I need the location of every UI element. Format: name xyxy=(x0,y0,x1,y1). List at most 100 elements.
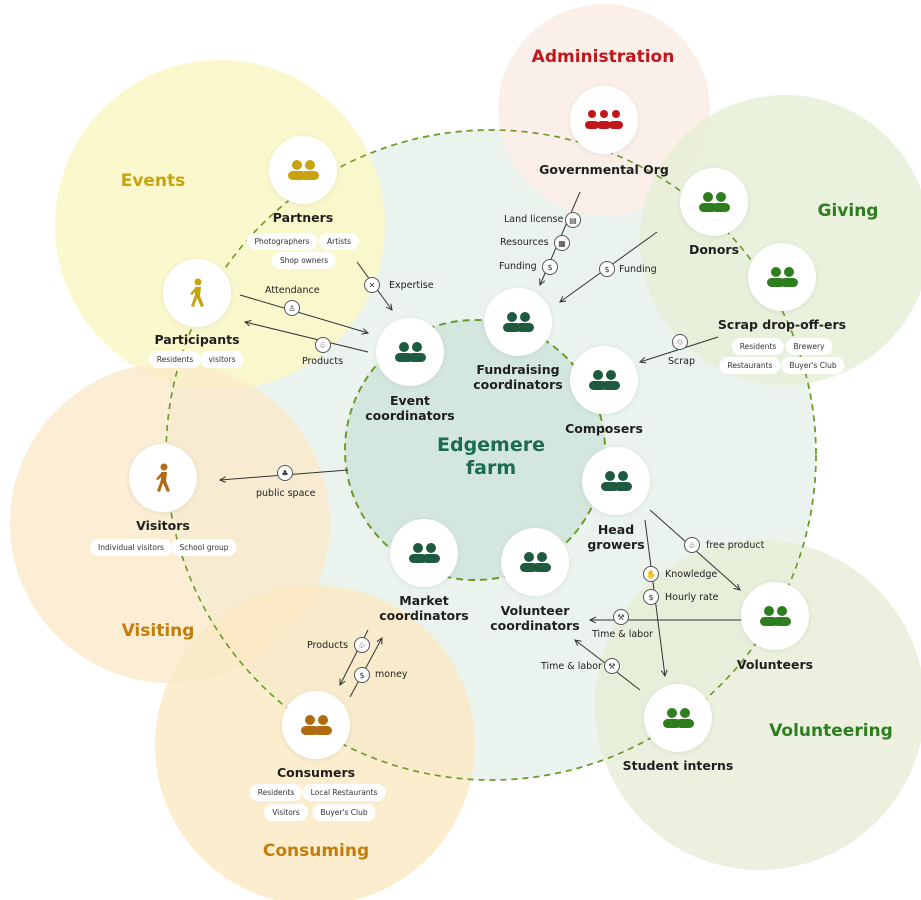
money-bag-icon: $ xyxy=(542,259,558,275)
walking-person-icon xyxy=(190,278,204,307)
market-coordinators-node[interactable] xyxy=(390,519,458,587)
giving-circle xyxy=(640,95,921,385)
group-of-three-icon xyxy=(585,110,623,129)
scrap-dropoffers-label: Scrap drop-off-ers xyxy=(717,317,847,332)
volunteers-label: Volunteers xyxy=(736,657,814,672)
flow-label-funding-gov: Funding xyxy=(499,261,537,272)
volunteers-node[interactable] xyxy=(741,582,809,650)
money-bag-icon: $ xyxy=(599,261,615,277)
participants-label: Participants xyxy=(154,332,240,347)
volunteering-circle xyxy=(595,540,921,870)
people-icon xyxy=(760,606,791,626)
flow-label-time-labor-int: Time & labor xyxy=(541,661,602,672)
people-icon xyxy=(520,552,551,572)
volunteer-coordinators-node[interactable] xyxy=(501,528,569,596)
event-coordinators-node[interactable] xyxy=(376,318,444,386)
product-icon: ♧ xyxy=(684,537,700,553)
flow-label-public-space: public space xyxy=(256,488,316,499)
flow-line-products-events xyxy=(245,322,369,353)
document-icon: ▤ xyxy=(565,212,581,228)
region-title-consuming: Consuming xyxy=(262,841,370,861)
region-title-administration: Administration xyxy=(531,47,675,67)
people-icon xyxy=(589,370,620,390)
participants-node[interactable] xyxy=(163,259,231,327)
center-title-line2: farm xyxy=(465,457,517,479)
scrap-chip: Restaurants xyxy=(719,357,781,374)
flow-label-attendance: Attendance xyxy=(265,285,320,296)
donors-label: Donors xyxy=(688,242,740,257)
person-icon: ♙ xyxy=(284,300,300,316)
head-growers-node[interactable] xyxy=(582,447,650,515)
flow-label-knowledge: Knowledge xyxy=(665,569,718,580)
volunteer-coordinators-label-2: coordinators xyxy=(490,618,580,633)
composers-label: Composers xyxy=(565,421,643,436)
tools-icon: ✕ xyxy=(364,277,380,293)
visitors-chip: School group xyxy=(171,539,237,556)
participants-chip: visitors xyxy=(200,351,244,368)
center-title-line1: Edgemere xyxy=(436,434,546,456)
people-icon xyxy=(601,471,632,491)
coin-icon: $ xyxy=(643,589,659,605)
knowledge-icon: ✋ xyxy=(643,566,659,582)
consumers-chip: Buyer's Club xyxy=(312,804,376,821)
head-growers-label: Head growers xyxy=(587,522,644,552)
visitors-node[interactable] xyxy=(129,444,197,512)
people-icon xyxy=(409,543,440,563)
head-growers-label-1: Head xyxy=(597,522,635,537)
market-coordinators-label-1: Market xyxy=(399,593,449,608)
partners-chip: Shop owners xyxy=(271,252,337,269)
partners-label: Partners xyxy=(272,210,334,225)
consumers-node[interactable] xyxy=(282,691,350,759)
governmental-org-node[interactable] xyxy=(570,86,638,154)
flow-label-products-market: Products xyxy=(307,640,349,651)
event-coordinators-label: Event coordinators xyxy=(365,393,454,423)
people-icon xyxy=(288,160,319,180)
flow-label-funding-donors: Funding xyxy=(619,264,657,275)
flow-label-hourly-rate: Hourly rate xyxy=(665,592,719,603)
donors-node[interactable] xyxy=(680,168,748,236)
partners-chip: Photographers xyxy=(246,233,318,250)
event-coordinators-label-2: coordinators xyxy=(365,408,455,423)
fundraising-coordinators-node[interactable] xyxy=(484,288,552,356)
scrap-dropoffers-node[interactable] xyxy=(748,243,816,311)
people-icon xyxy=(663,708,694,728)
center-title: Edgemere farm xyxy=(437,434,545,480)
student-interns-node[interactable] xyxy=(644,684,712,752)
fundraising-coordinators-label-2: coordinators xyxy=(473,377,563,392)
flow-label-expertise: Expertise xyxy=(389,280,434,291)
consumers-chip: Residents xyxy=(249,784,303,801)
market-coordinators-label-2: coordinators xyxy=(379,608,469,623)
coin-icon: $ xyxy=(354,667,370,683)
people-icon xyxy=(699,192,730,212)
people-icon xyxy=(503,312,534,332)
visitors-label: Visitors xyxy=(136,518,190,533)
resources-icon: ▦ xyxy=(554,235,570,251)
flow-line-attendance xyxy=(239,294,368,333)
people-icon xyxy=(301,715,332,735)
composers-node[interactable] xyxy=(570,346,638,414)
fundraising-coordinators-label: Fundraising coordinators xyxy=(473,362,562,392)
market-coordinators-label: Market coordinators xyxy=(379,593,468,623)
labor-icon: ⚒ xyxy=(613,609,629,625)
people-icon xyxy=(395,342,426,362)
fundraising-coordinators-label-1: Fundraising xyxy=(476,362,560,377)
partners-node[interactable] xyxy=(269,136,337,204)
product-icon: ♧ xyxy=(315,337,331,353)
region-title-giving: Giving xyxy=(817,201,879,221)
consumers-label: Consumers xyxy=(276,765,356,780)
scrap-icon: ♲ xyxy=(672,334,688,350)
head-growers-label-2: growers xyxy=(587,537,645,552)
scrap-chip: Residents xyxy=(731,338,785,355)
governmental-org-label: Governmental Org xyxy=(539,162,669,177)
participants-chip: Residents xyxy=(148,351,202,368)
student-interns-label: Student interns xyxy=(622,758,734,773)
region-title-visiting: Visiting xyxy=(121,621,195,641)
flow-label-time-labor-vol: Time & labor xyxy=(592,629,653,640)
flow-label-land-license: Land license xyxy=(504,214,564,225)
visitors-chip: Individual visitors xyxy=(90,539,172,556)
walking-person-icon xyxy=(156,463,170,492)
people-icon xyxy=(767,267,798,287)
flow-label-free-product: free product xyxy=(706,540,765,551)
flow-label-scrap: Scrap xyxy=(668,356,696,367)
volunteer-coordinators-label-1: Volunteer xyxy=(500,603,570,618)
